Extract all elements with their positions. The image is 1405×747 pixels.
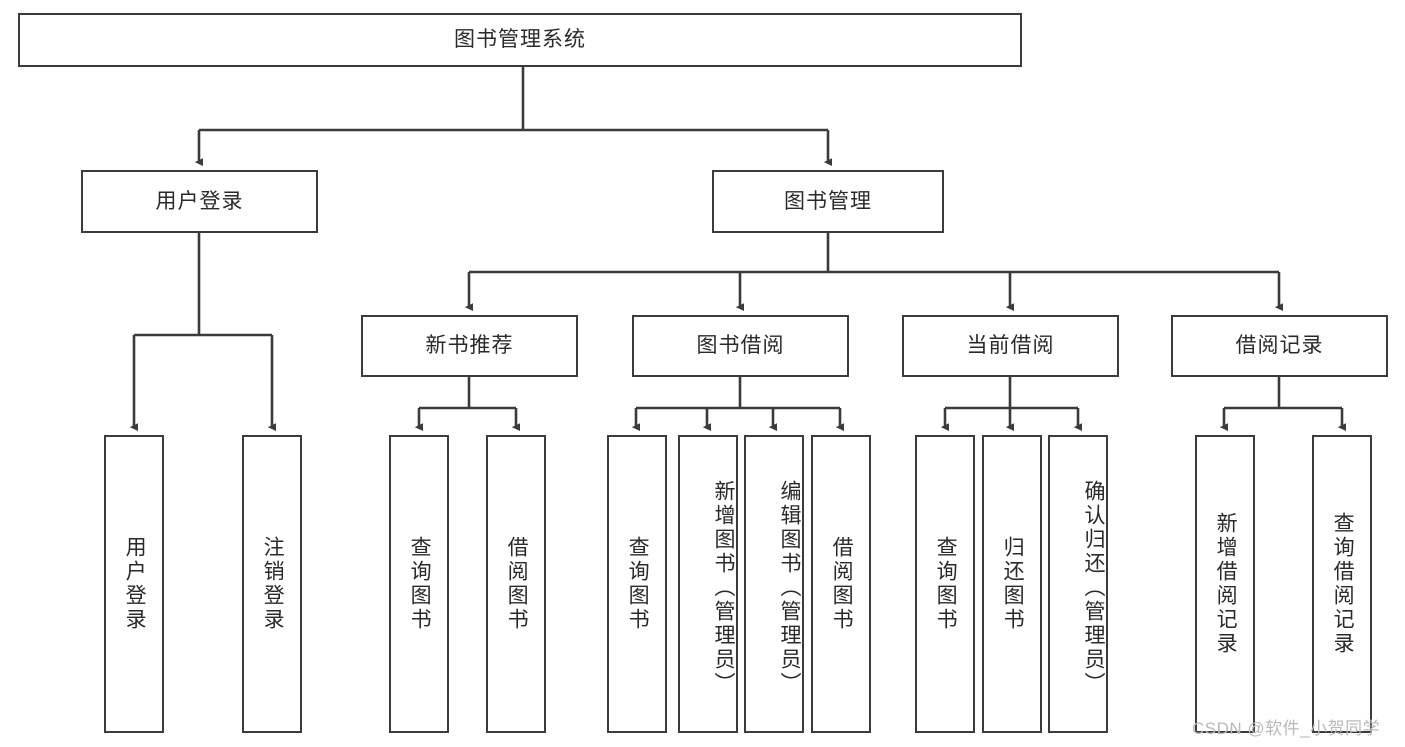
- node-label: 查询图书: [626, 536, 650, 632]
- leaf-borrow-book-recommend[interactable]: 借阅图书: [486, 435, 546, 733]
- node-label: 确认归还（管理员）: [1082, 480, 1105, 696]
- node-label: 查询图书: [408, 536, 432, 632]
- leaf-query-book-borrow[interactable]: 查询图书: [607, 435, 667, 733]
- node-borrow-record[interactable]: 借阅记录: [1171, 315, 1388, 377]
- node-label: 用户登录: [123, 536, 147, 632]
- leaf-return-book[interactable]: 归还图书: [982, 435, 1042, 733]
- node-label: 注销登录: [261, 536, 285, 632]
- node-label: 借阅记录: [1235, 334, 1324, 358]
- leaf-confirm-return-admin[interactable]: 确认归还（管理员）: [1048, 435, 1108, 733]
- node-label: 查询图书: [934, 536, 958, 632]
- node-label: 图书借阅: [696, 334, 785, 358]
- node-label: 当前借阅: [966, 334, 1055, 358]
- node-book-management[interactable]: 图书管理: [712, 170, 944, 233]
- node-label: 编辑图书（管理员）: [778, 480, 801, 696]
- node-label: 图书管理: [784, 189, 872, 213]
- node-label: 图书管理系统: [454, 28, 586, 52]
- node-label: 用户登录: [155, 189, 244, 213]
- node-book-borrow[interactable]: 图书借阅: [632, 315, 849, 377]
- node-label: 查询借阅记录: [1331, 512, 1355, 656]
- node-label: 借阅图书: [505, 536, 529, 632]
- leaf-query-book-current[interactable]: 查询图书: [915, 435, 975, 733]
- leaf-query-borrow-record[interactable]: 查询借阅记录: [1312, 435, 1372, 733]
- node-label: 新书推荐: [425, 334, 514, 358]
- leaf-add-borrow-record[interactable]: 新增借阅记录: [1195, 435, 1255, 733]
- leaf-query-book-recommend[interactable]: 查询图书: [389, 435, 449, 733]
- node-label: 新增借阅记录: [1214, 512, 1238, 656]
- node-label: 新增图书（管理员）: [712, 480, 735, 696]
- node-label: 借阅图书: [830, 536, 854, 632]
- leaf-borrow-book[interactable]: 借阅图书: [811, 435, 871, 733]
- leaf-user-login[interactable]: 用户登录: [104, 435, 164, 733]
- leaf-logout-login[interactable]: 注销登录: [242, 435, 302, 733]
- node-new-book-recommend[interactable]: 新书推荐: [361, 315, 578, 377]
- node-current-borrow[interactable]: 当前借阅: [902, 315, 1119, 377]
- node-label: 归还图书: [1001, 536, 1025, 632]
- csdn-watermark: CSDN @软件_小贺同学: [1192, 719, 1381, 738]
- leaf-add-book-admin[interactable]: 新增图书（管理员）: [678, 435, 738, 733]
- leaf-edit-book-admin[interactable]: 编辑图书（管理员）: [744, 435, 804, 733]
- node-root-book-management-system[interactable]: 图书管理系统: [18, 13, 1022, 67]
- node-user-login[interactable]: 用户登录: [81, 170, 318, 233]
